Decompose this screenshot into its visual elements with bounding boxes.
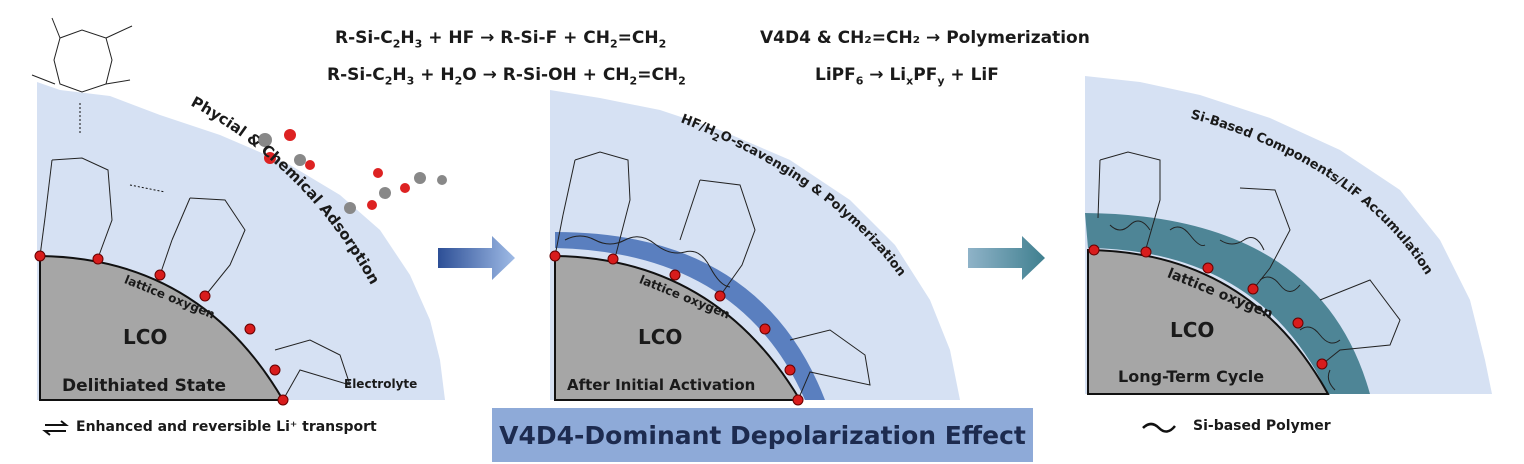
equation-lipf6: LiPF6 → LixPFy + LiF (815, 65, 999, 88)
state-label: After Initial Activation (567, 376, 756, 394)
equilibrium-arrows-icon (42, 420, 69, 436)
equation-hf: R-Si-C2H3 + HF → R-Si-F + CH2=CH2 (335, 28, 667, 51)
v4d4-network (1097, 151, 1401, 391)
lco-particle (1087, 248, 1330, 395)
v4d4-network (554, 151, 871, 401)
lco-label: LCO (123, 325, 168, 349)
dmc-molecule-icon (344, 168, 447, 214)
wavy-line-icon (1142, 422, 1176, 433)
equation-h2o: R-Si-C2H3 + H2O → R-Si-OH + CH2=CH2 (327, 65, 686, 88)
lco-particle (554, 254, 802, 401)
v4d4-molecule (31, 17, 351, 401)
transport-legend: Enhanced and reversible Li⁺ transport (76, 419, 377, 435)
lattice-oxygen-dots (1088, 244, 1328, 370)
lco-label: LCO (638, 325, 683, 349)
panel-initial-activation: HF/H2O-scavenging & Polymerization (549, 90, 960, 406)
state-label: Long-Term Cycle (1118, 367, 1265, 386)
lattice-oxygen-dots (34, 250, 289, 406)
electrolyte-label: Electrolyte (344, 377, 418, 391)
equation-polymerization: V4D4 & CH₂=CH₂ → Polymerization (760, 28, 1090, 48)
dotted-arrow (129, 184, 166, 193)
effect-banner: V4D4-Dominant Depolarization Effect (492, 408, 1033, 462)
process-arrow-icon (438, 236, 515, 280)
lattice-oxygen-dots (549, 250, 804, 406)
lco-particle (39, 254, 285, 401)
lco-label: LCO (1170, 318, 1215, 342)
panel-long-term-cycle: Si-Based Components/LiF Accumulation (1085, 76, 1492, 395)
process-arrow-icon (968, 236, 1045, 280)
ec-molecule-icon (258, 129, 315, 170)
interphase-layer (555, 232, 825, 400)
interphase-layer (1085, 213, 1370, 394)
polymer-legend: Si-based Polymer (1193, 418, 1331, 434)
state-label: Delithiated State (62, 376, 227, 396)
